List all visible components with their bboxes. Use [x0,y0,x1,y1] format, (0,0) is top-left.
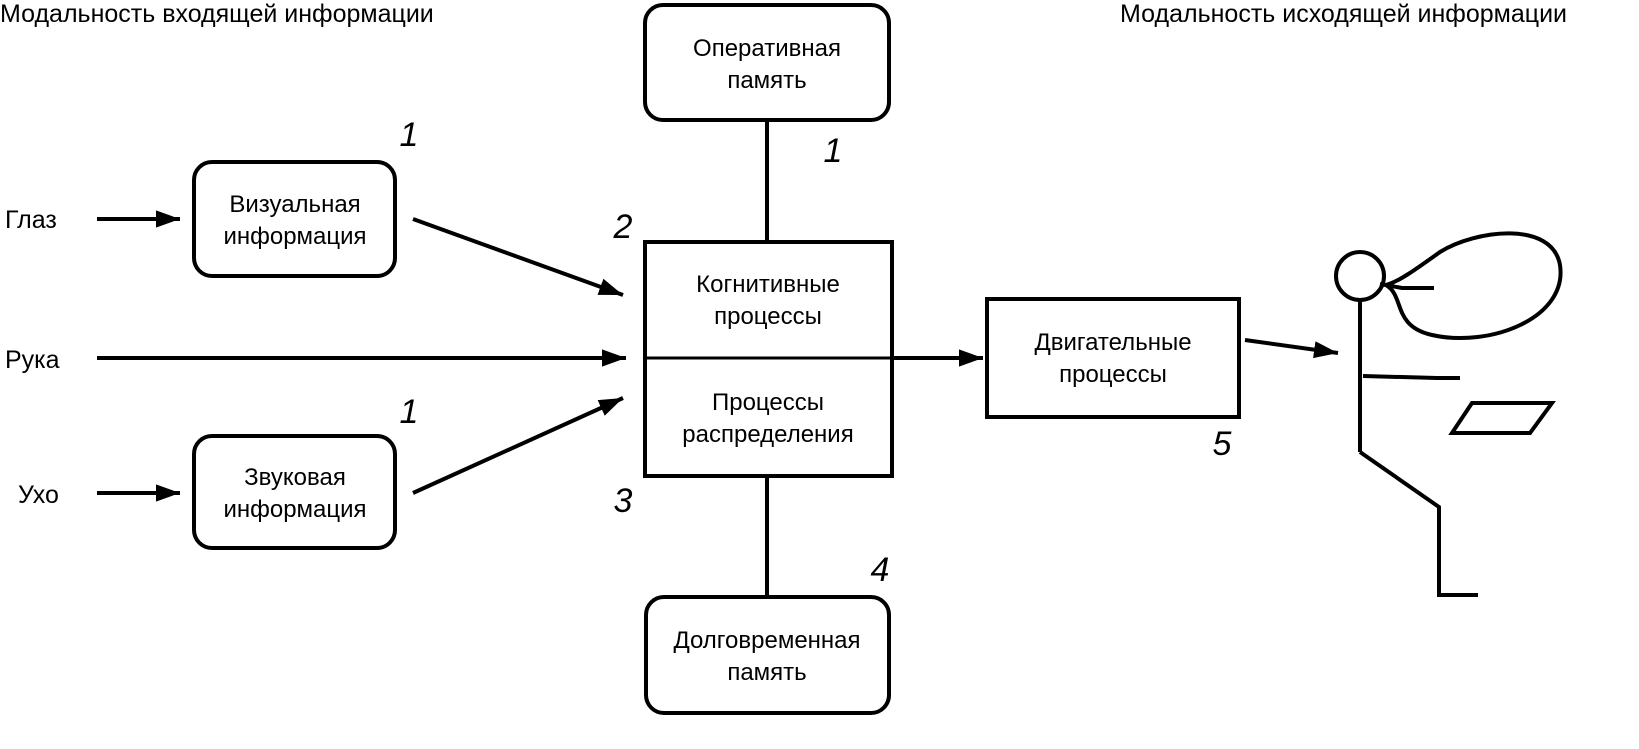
hand-label: Рука [5,346,60,374]
central-processing-box: Когнитивные процессы Процессы распределе… [643,240,894,478]
visual-info-line1: Визуальная [229,191,360,218]
diagram-canvas: Модальность входящей информации Модально… [0,0,1567,715]
visual-info-line2: информация [223,223,366,250]
stick-figure-icon [1334,231,1563,597]
audio-info-line1: Звуковая [244,464,346,491]
eye-label: Глаз [5,206,57,234]
long-term-memory-line2: память [727,659,806,686]
figure-head [1334,250,1386,302]
long-term-memory-number: 4 [871,551,890,589]
motor-line2: процессы [1059,361,1167,388]
distribution-line2: распределения [682,421,853,448]
distribution-number: 3 [614,482,633,520]
long-term-memory-box: Долговременная память [644,595,891,715]
audio-number: 1 [400,393,419,431]
racket-head [1380,231,1563,340]
motor-processes-box: Двигательные процессы [985,297,1241,419]
visual-info-box: Визуальная информация [192,160,397,278]
cognitive-line1: Когнитивные [696,271,840,298]
motor-to-figure-arrow [1244,338,1339,359]
visual-number: 1 [400,116,419,154]
figure-leg [1358,450,1478,597]
motor-line1: Двигательные [1034,329,1191,356]
audio-info-box: Звуковая информация [192,434,397,550]
working-memory-number: 1 [824,132,843,170]
audio-info-line2: информация [223,496,366,523]
ear-label: Ухо [18,481,59,509]
audio-to-distribution-arrow [412,396,624,495]
working-memory-line1: Оперативная [693,35,841,62]
long-term-memory-line1: Долговременная [673,627,860,654]
distribution-line1: Процессы [712,389,824,416]
motor-number: 5 [1213,425,1232,463]
working-memory-box: Оперативная память [643,3,891,122]
output-modality-title: Модальность исходящей информации [1120,0,1567,28]
working-memory-line2: память [727,67,806,94]
cognitive-line2: процессы [714,303,822,330]
cognitive-number: 2 [613,208,633,246]
visual-to-cognitive-arrow [412,217,624,297]
figure-arm [1362,374,1460,380]
diagram-svg: Модальность входящей информации Модально… [0,0,1567,715]
ball-shadow [1448,401,1556,435]
input-modality-title: Модальность входящей информации [0,0,434,28]
